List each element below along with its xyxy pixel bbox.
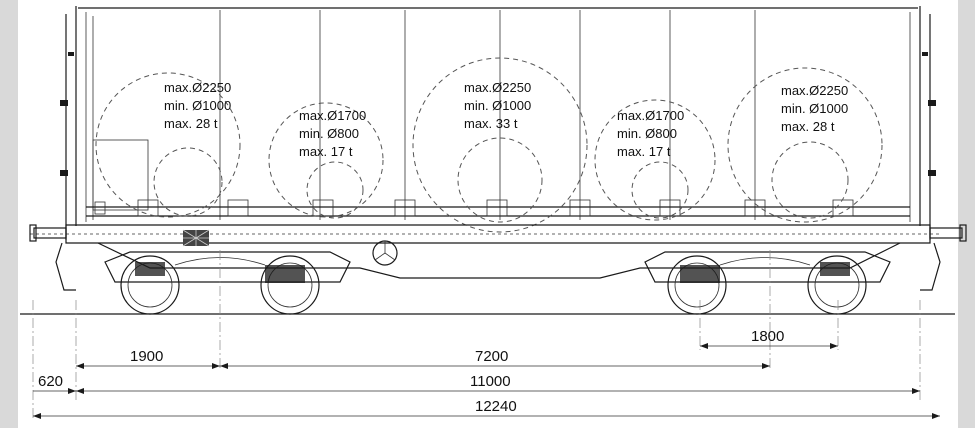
coil-3-min-diameter: min. Ø1000 <box>464 98 531 113</box>
coil-label-3: max.Ø2250 min. Ø1000 max. 33 t <box>464 80 531 131</box>
underframe <box>30 224 940 279</box>
coil-2-max-diameter: max.Ø1700 <box>299 108 366 123</box>
coil-1-min-diameter: min. Ø1000 <box>164 98 231 113</box>
left-edge-strip <box>0 0 18 428</box>
hood-fittings <box>60 52 936 176</box>
coil-4-max-diameter: max.Ø1700 <box>617 108 684 123</box>
dimension-length-over-body: 11000 <box>470 373 511 390</box>
dimension-end-to-bogie: 1900 <box>130 348 163 365</box>
coil-5-min-diameter: min. Ø1000 <box>781 101 848 116</box>
coil-outlines <box>95 57 883 233</box>
coil-label-1: max.Ø2250 min. Ø1000 max. 28 t <box>164 80 231 131</box>
coil-5-max-diameter: max.Ø2250 <box>781 83 848 98</box>
coil-5-max-weight: max. 28 t <box>781 119 835 134</box>
coil-label-4: max.Ø1700 min. Ø800 max. 17 t <box>617 108 684 159</box>
bogie-right <box>644 251 891 315</box>
wagon-hood <box>65 6 931 240</box>
coil-2-min-diameter: min. Ø800 <box>299 126 359 141</box>
buffers <box>29 224 967 291</box>
center-lines <box>32 250 921 420</box>
coil-label-5: max.Ø2250 min. Ø1000 max. 28 t <box>781 83 848 134</box>
coil-3-max-weight: max. 33 t <box>464 116 518 131</box>
dimension-lines <box>33 343 940 419</box>
bogie-left <box>104 251 351 315</box>
coil-2-max-weight: max. 17 t <box>299 144 353 159</box>
coil-1-max-weight: max. 28 t <box>164 116 218 131</box>
coil-1-max-diameter: max.Ø2250 <box>164 80 231 95</box>
dimension-bogie-wheelbase: 1800 <box>751 328 784 345</box>
coil-4-max-weight: max. 17 t <box>617 144 671 159</box>
coil-3-max-diameter: max.Ø2250 <box>464 80 531 95</box>
coil-saddles <box>94 199 854 217</box>
coil-label-2: max.Ø1700 min. Ø800 max. 17 t <box>299 108 366 159</box>
coil-4-min-diameter: min. Ø800 <box>617 126 677 141</box>
right-edge-strip <box>958 0 975 428</box>
dimension-bogie-pivot-spacing: 7200 <box>475 348 508 365</box>
dimension-length-over-buffers: 12240 <box>475 398 517 415</box>
dimension-overhang: 620 <box>38 373 63 390</box>
